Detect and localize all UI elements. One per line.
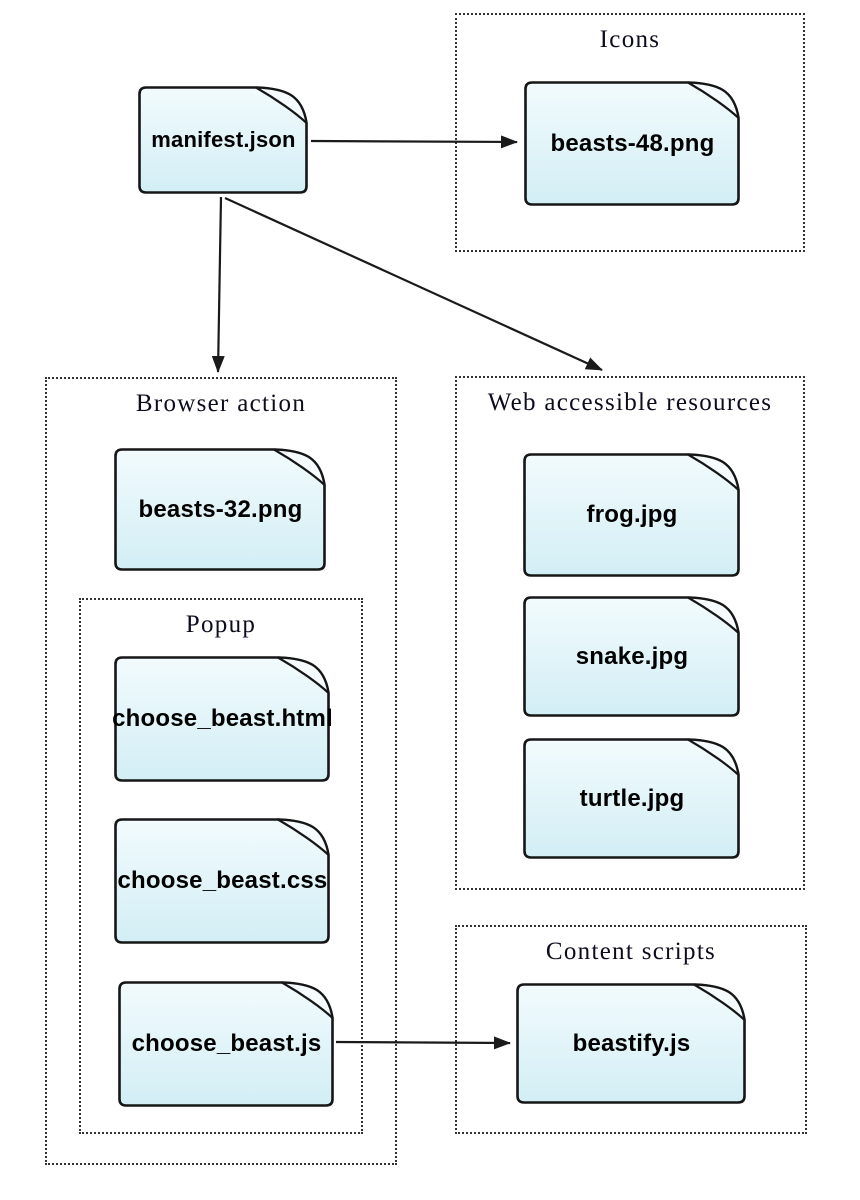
group-title-web-accessible-resources: Web accessible resources: [487, 389, 773, 416]
edge-choose-beast-js-to-beastify: [335, 1036, 511, 1050]
edge-manifest-to-browser-action: [211, 196, 225, 373]
group-title-browser-action: Browser action: [135, 390, 307, 417]
document-shape: [523, 453, 740, 577]
group-title-popup: Popup: [185, 611, 257, 638]
edge-manifest-to-web-accessible-resources: [224, 196, 603, 372]
document-shape: [523, 738, 740, 859]
group-title-content-scripts: Content scripts: [545, 938, 717, 965]
file-node-choose-beast-js[interactable]: choose_beast.js: [117, 980, 336, 1108]
document-shape: [118, 981, 334, 1107]
group-web-accessible-resources: Web accessible resources: [455, 376, 805, 890]
file-node-manifest-json[interactable]: manifest.json: [137, 85, 310, 195]
file-node-choose-beast-html[interactable]: choose_beast.html: [112, 655, 333, 783]
group-title-icons: Icons: [599, 26, 661, 53]
file-node-choose-beast-css[interactable]: choose_beast.css: [113, 817, 332, 945]
group-popup: Popup: [79, 598, 363, 1134]
file-node-turtle-jpg[interactable]: turtle.jpg: [522, 737, 742, 860]
document-shape: [524, 81, 740, 206]
file-node-beasts-32-png[interactable]: beasts-32.png: [113, 447, 328, 572]
group-content-scripts: Content scripts: [455, 925, 807, 1134]
edge-manifest-to-beasts48: [310, 135, 518, 149]
document-shape: [114, 448, 326, 571]
document-shape: [523, 596, 740, 717]
file-node-beasts-48-png[interactable]: beasts-48.png: [523, 80, 742, 207]
file-node-frog-jpg[interactable]: frog.jpg: [522, 452, 742, 578]
group-browser-action: Browser action: [45, 377, 397, 1165]
document-shape: [138, 86, 308, 194]
group-icons: Icons: [455, 13, 805, 252]
file-node-snake-jpg[interactable]: snake.jpg: [522, 595, 742, 718]
file-node-beastify-js[interactable]: beastify.js: [515, 982, 748, 1105]
document-shape: [114, 818, 330, 944]
document-shape: [114, 656, 330, 782]
document-shape: [516, 983, 746, 1104]
